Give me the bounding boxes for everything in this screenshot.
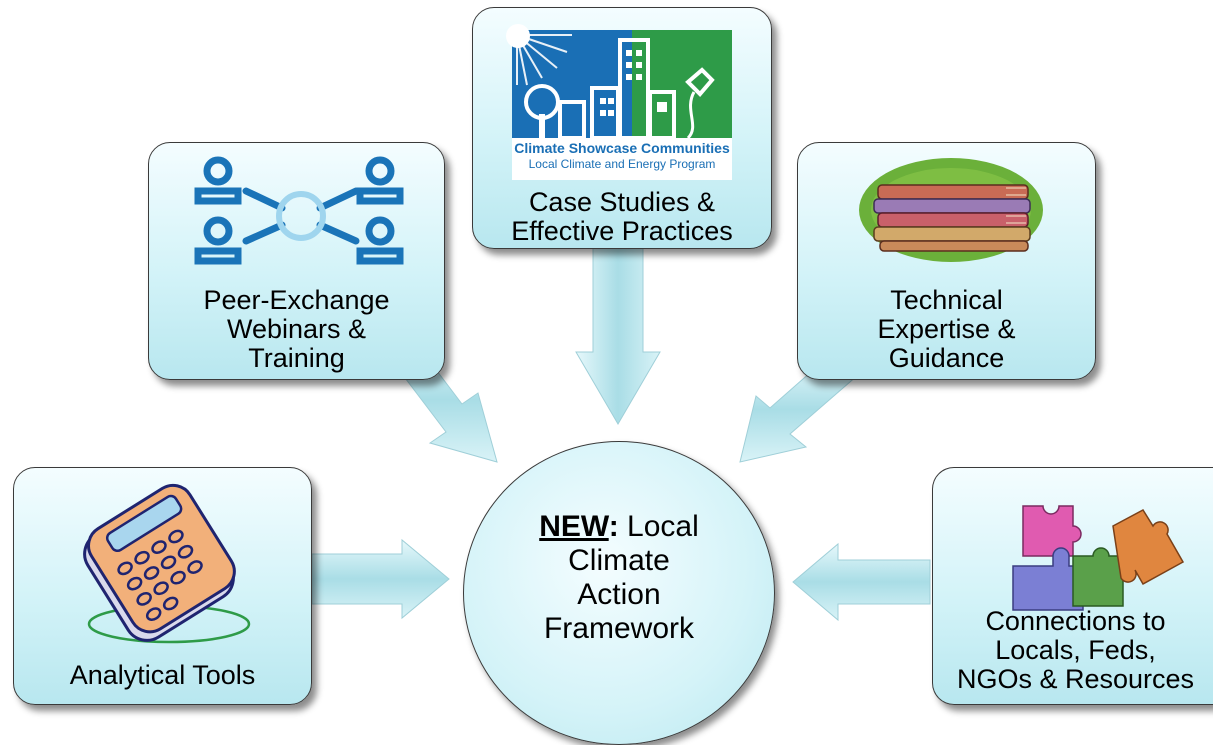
arrow-upper-right — [739, 356, 859, 463]
center-line-4: Framework — [543, 612, 694, 645]
label-line: Guidance — [888, 343, 1005, 373]
center-line-1: NEW: Local — [464, 510, 774, 544]
new-badge: NEW — [539, 510, 609, 543]
label-line: NGOs & Resources — [956, 664, 1195, 694]
node-analytical-label: Analytical Tools — [14, 661, 311, 690]
arrow-left — [311, 538, 450, 620]
label-line: Case Studies & — [528, 187, 716, 217]
label-line: Peer-Exchange — [203, 285, 390, 315]
label-line: Training — [248, 343, 345, 373]
label-line: Effective Practices — [511, 216, 733, 246]
center-line-1-rest: Local — [618, 510, 699, 543]
climate-showcase-logo: Climate Showcase Communities Local Clima… — [506, 24, 732, 180]
arrow-top — [575, 245, 661, 425]
label-line: Connections to — [985, 606, 1166, 636]
logo-graphic — [506, 24, 732, 140]
label-line: Locals, Feds, — [995, 635, 1156, 665]
node-technical-label: Technical Expertise & Guidance — [798, 286, 1095, 373]
colon: : — [608, 510, 619, 543]
people-network-icon — [194, 156, 404, 265]
books-icon — [859, 158, 1043, 262]
logo-title: Climate Showcase Communities — [514, 140, 730, 156]
label-line: Analytical Tools — [69, 660, 256, 690]
node-connections-label: Connections to Locals, Feds, NGOs & Reso… — [927, 607, 1213, 694]
node-peer-exchange-label: Peer-Exchange Webinars & Training — [149, 286, 444, 373]
label-line: Expertise & — [877, 314, 1016, 344]
node-connections: Connections to Locals, Feds, NGOs & Reso… — [932, 467, 1213, 705]
center-line-2: Climate — [568, 544, 670, 577]
node-peer-exchange: Peer-Exchange Webinars & Training — [148, 142, 445, 380]
logo-subtitle: Local Climate and Energy Program — [528, 157, 716, 171]
node-technical: Technical Expertise & Guidance — [797, 142, 1096, 380]
node-analytical-tools: Analytical Tools — [13, 467, 312, 705]
puzzle-pieces-icon — [1012, 505, 1185, 611]
node-case-studies-label: Case Studies & Effective Practices — [473, 188, 771, 246]
node-case-studies: Climate Showcase Communities Local Clima… — [472, 7, 772, 249]
label-line: Webinars & — [226, 314, 367, 344]
center-label: NEW: Local Climate Action Framework — [464, 510, 774, 646]
center-line-3: Action — [577, 578, 661, 611]
calculator-icon — [83, 483, 251, 644]
arrow-right — [792, 542, 931, 622]
label-line: Technical — [890, 285, 1003, 315]
center-framework-circle: NEW: Local Climate Action Framework — [463, 441, 775, 745]
